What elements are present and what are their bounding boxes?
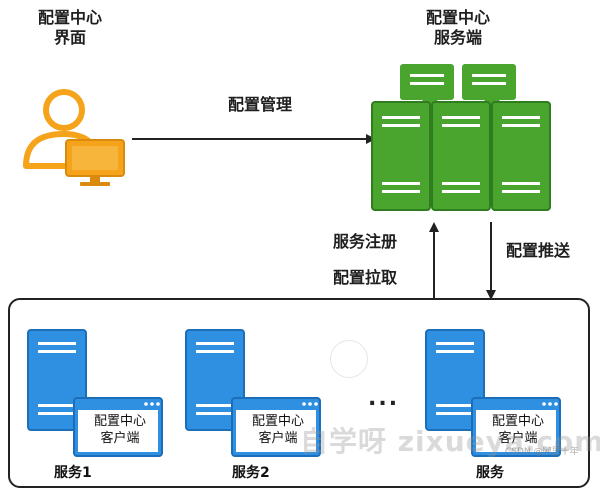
service3-label: 服务 bbox=[476, 465, 504, 481]
watermark-main: 自学呀 zixueya.com bbox=[300, 425, 600, 458]
client1-label: 配置中心 客户端 bbox=[76, 413, 164, 447]
config-ui-label-line1: 配置中心 bbox=[37, 8, 102, 27]
register-pull-arrow-up bbox=[429, 222, 439, 300]
client2-label: 配置中心 客户端 bbox=[234, 413, 322, 447]
config-manage-arrow bbox=[132, 134, 376, 144]
service1-server-icon bbox=[27, 329, 163, 457]
client3-label-line2: 客户端 bbox=[498, 431, 538, 446]
config-pull-label: 配置拉取 bbox=[333, 268, 398, 287]
server-label: 配置中心 服务端 bbox=[418, 8, 498, 48]
watermark-small: CSDN @阿里十年 bbox=[505, 447, 579, 457]
service1-label: 服务1 bbox=[54, 465, 92, 481]
config-ui-label: 配置中心 界面 bbox=[30, 8, 110, 48]
config-ui-label-line2: 界面 bbox=[53, 28, 86, 47]
server-tower-1 bbox=[371, 101, 431, 211]
more-services-ellipsis: ... bbox=[368, 386, 400, 411]
server-label-line1: 配置中心 bbox=[425, 8, 490, 27]
client2-label-line2: 客户端 bbox=[258, 431, 298, 446]
server-label-line2: 服务端 bbox=[433, 28, 482, 47]
client3-label-line1: 配置中心 bbox=[491, 414, 544, 429]
user-with-monitor-icon bbox=[23, 89, 125, 186]
user-head-icon bbox=[43, 89, 85, 131]
client2-label-line1: 配置中心 bbox=[251, 414, 304, 429]
service2-label: 服务2 bbox=[232, 465, 270, 481]
config-manage-label: 配置管理 bbox=[228, 95, 293, 114]
config-push-label: 配置推送 bbox=[506, 241, 571, 260]
server-tower-2 bbox=[431, 101, 491, 211]
client3-label: 配置中心 客户端 bbox=[474, 413, 562, 447]
service2-server-icon bbox=[185, 329, 321, 457]
client1-label-line1: 配置中心 bbox=[93, 414, 146, 429]
service3-server-icon bbox=[425, 329, 561, 457]
service-register-label: 服务注册 bbox=[333, 232, 398, 251]
server-tower-3 bbox=[491, 101, 551, 211]
loading-circle-icon bbox=[330, 340, 368, 378]
push-arrow-down bbox=[486, 222, 496, 300]
config-server-cluster-icon bbox=[371, 64, 551, 211]
client1-label-line2: 客户端 bbox=[100, 431, 140, 446]
